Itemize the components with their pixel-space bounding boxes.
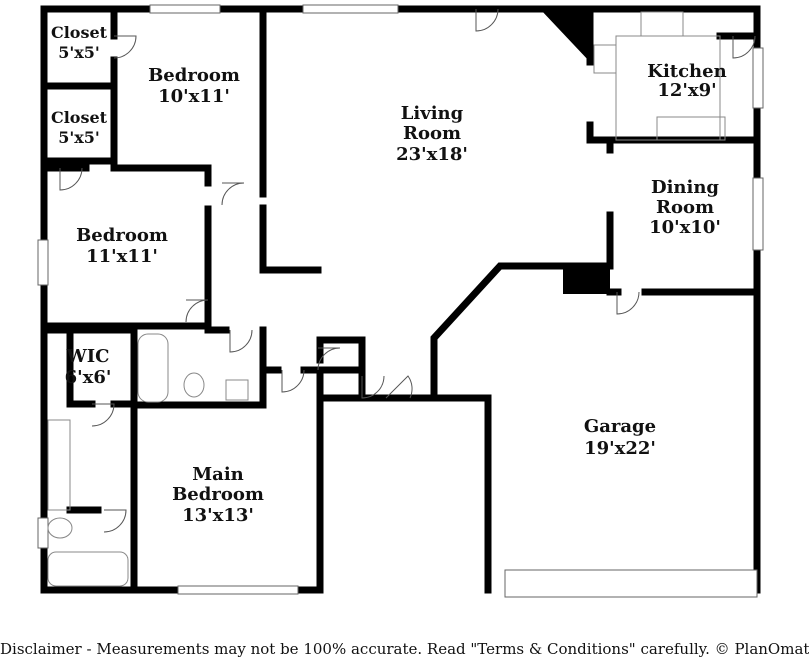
living-room-name-2: Room (403, 123, 461, 144)
window (752, 177, 764, 251)
window (37, 517, 49, 549)
disclaimer-text: Disclaimer - Measurements may not be 100… (0, 640, 809, 658)
doors (59, 8, 756, 533)
door-swing (91, 403, 115, 427)
window (149, 4, 221, 14)
wic-name: WIC (66, 346, 110, 367)
wic-size: 6'x6' (65, 367, 112, 388)
hall-bath-tub (137, 333, 169, 403)
garage-size: 19'x22' (584, 438, 656, 459)
door-swing (229, 329, 253, 353)
corner-fill (540, 9, 590, 62)
door-swing (59, 167, 83, 191)
bedroom-2-name: Bedroom (76, 225, 168, 246)
stove (593, 44, 617, 74)
closet-1-size: 5'x5' (58, 43, 100, 62)
toilet-icon (183, 372, 205, 398)
door-swing (281, 369, 305, 393)
living-room-name-1: Living (401, 103, 464, 124)
main-bedroom-size: 13'x13' (182, 505, 254, 526)
room-labels: Closet 5'x5' Closet 5'x5' Bedroom 10'x11… (51, 23, 727, 526)
closet-2-size: 5'x5' (58, 128, 100, 147)
door-swing (732, 35, 756, 59)
window (37, 239, 49, 286)
dining-room-size: 10'x10' (649, 217, 721, 238)
walls (40, 5, 761, 594)
bedroom-1-name: Bedroom (148, 65, 240, 86)
closet-2-name: Closet (51, 108, 108, 127)
door-swing (385, 375, 413, 399)
column-fill (563, 266, 610, 294)
main-bath-tub (47, 551, 129, 587)
door-swing (361, 375, 385, 399)
door-swing (185, 299, 209, 323)
door-swing (113, 35, 137, 59)
window (177, 585, 299, 595)
door-swing (475, 8, 499, 32)
closet-1-name: Closet (51, 23, 108, 42)
dining-room-name-2: Room (656, 197, 714, 218)
fixtures (47, 11, 726, 587)
window (302, 4, 399, 14)
kitchen-size: 12'x9' (657, 80, 716, 101)
garage-door (504, 569, 758, 598)
door-swing (317, 347, 341, 371)
floor-plan: Closet 5'x5' Closet 5'x5' Bedroom 10'x11… (37, 4, 764, 598)
main-bedroom-name-1: Main (192, 464, 244, 485)
windows (37, 4, 764, 598)
garage-name: Garage (584, 416, 656, 437)
main-bedroom-name-2: Bedroom (172, 484, 264, 505)
kitchen-name: Kitchen (647, 61, 726, 82)
living-room-size: 23'x18' (396, 144, 468, 165)
toilet-icon (47, 517, 73, 539)
kitchen-sink (640, 11, 684, 37)
door-swing (221, 182, 245, 206)
door-swing (616, 291, 640, 315)
window (752, 47, 764, 109)
vanity (47, 419, 71, 511)
wall-fills (540, 9, 610, 294)
dining-room-name-1: Dining (651, 177, 719, 198)
door-swing (103, 509, 127, 533)
bath-sink (225, 379, 249, 401)
bedroom-1-size: 10'x11' (158, 86, 230, 107)
bedroom-2-size: 11'x11' (86, 246, 158, 267)
kitchen-island (656, 116, 726, 141)
